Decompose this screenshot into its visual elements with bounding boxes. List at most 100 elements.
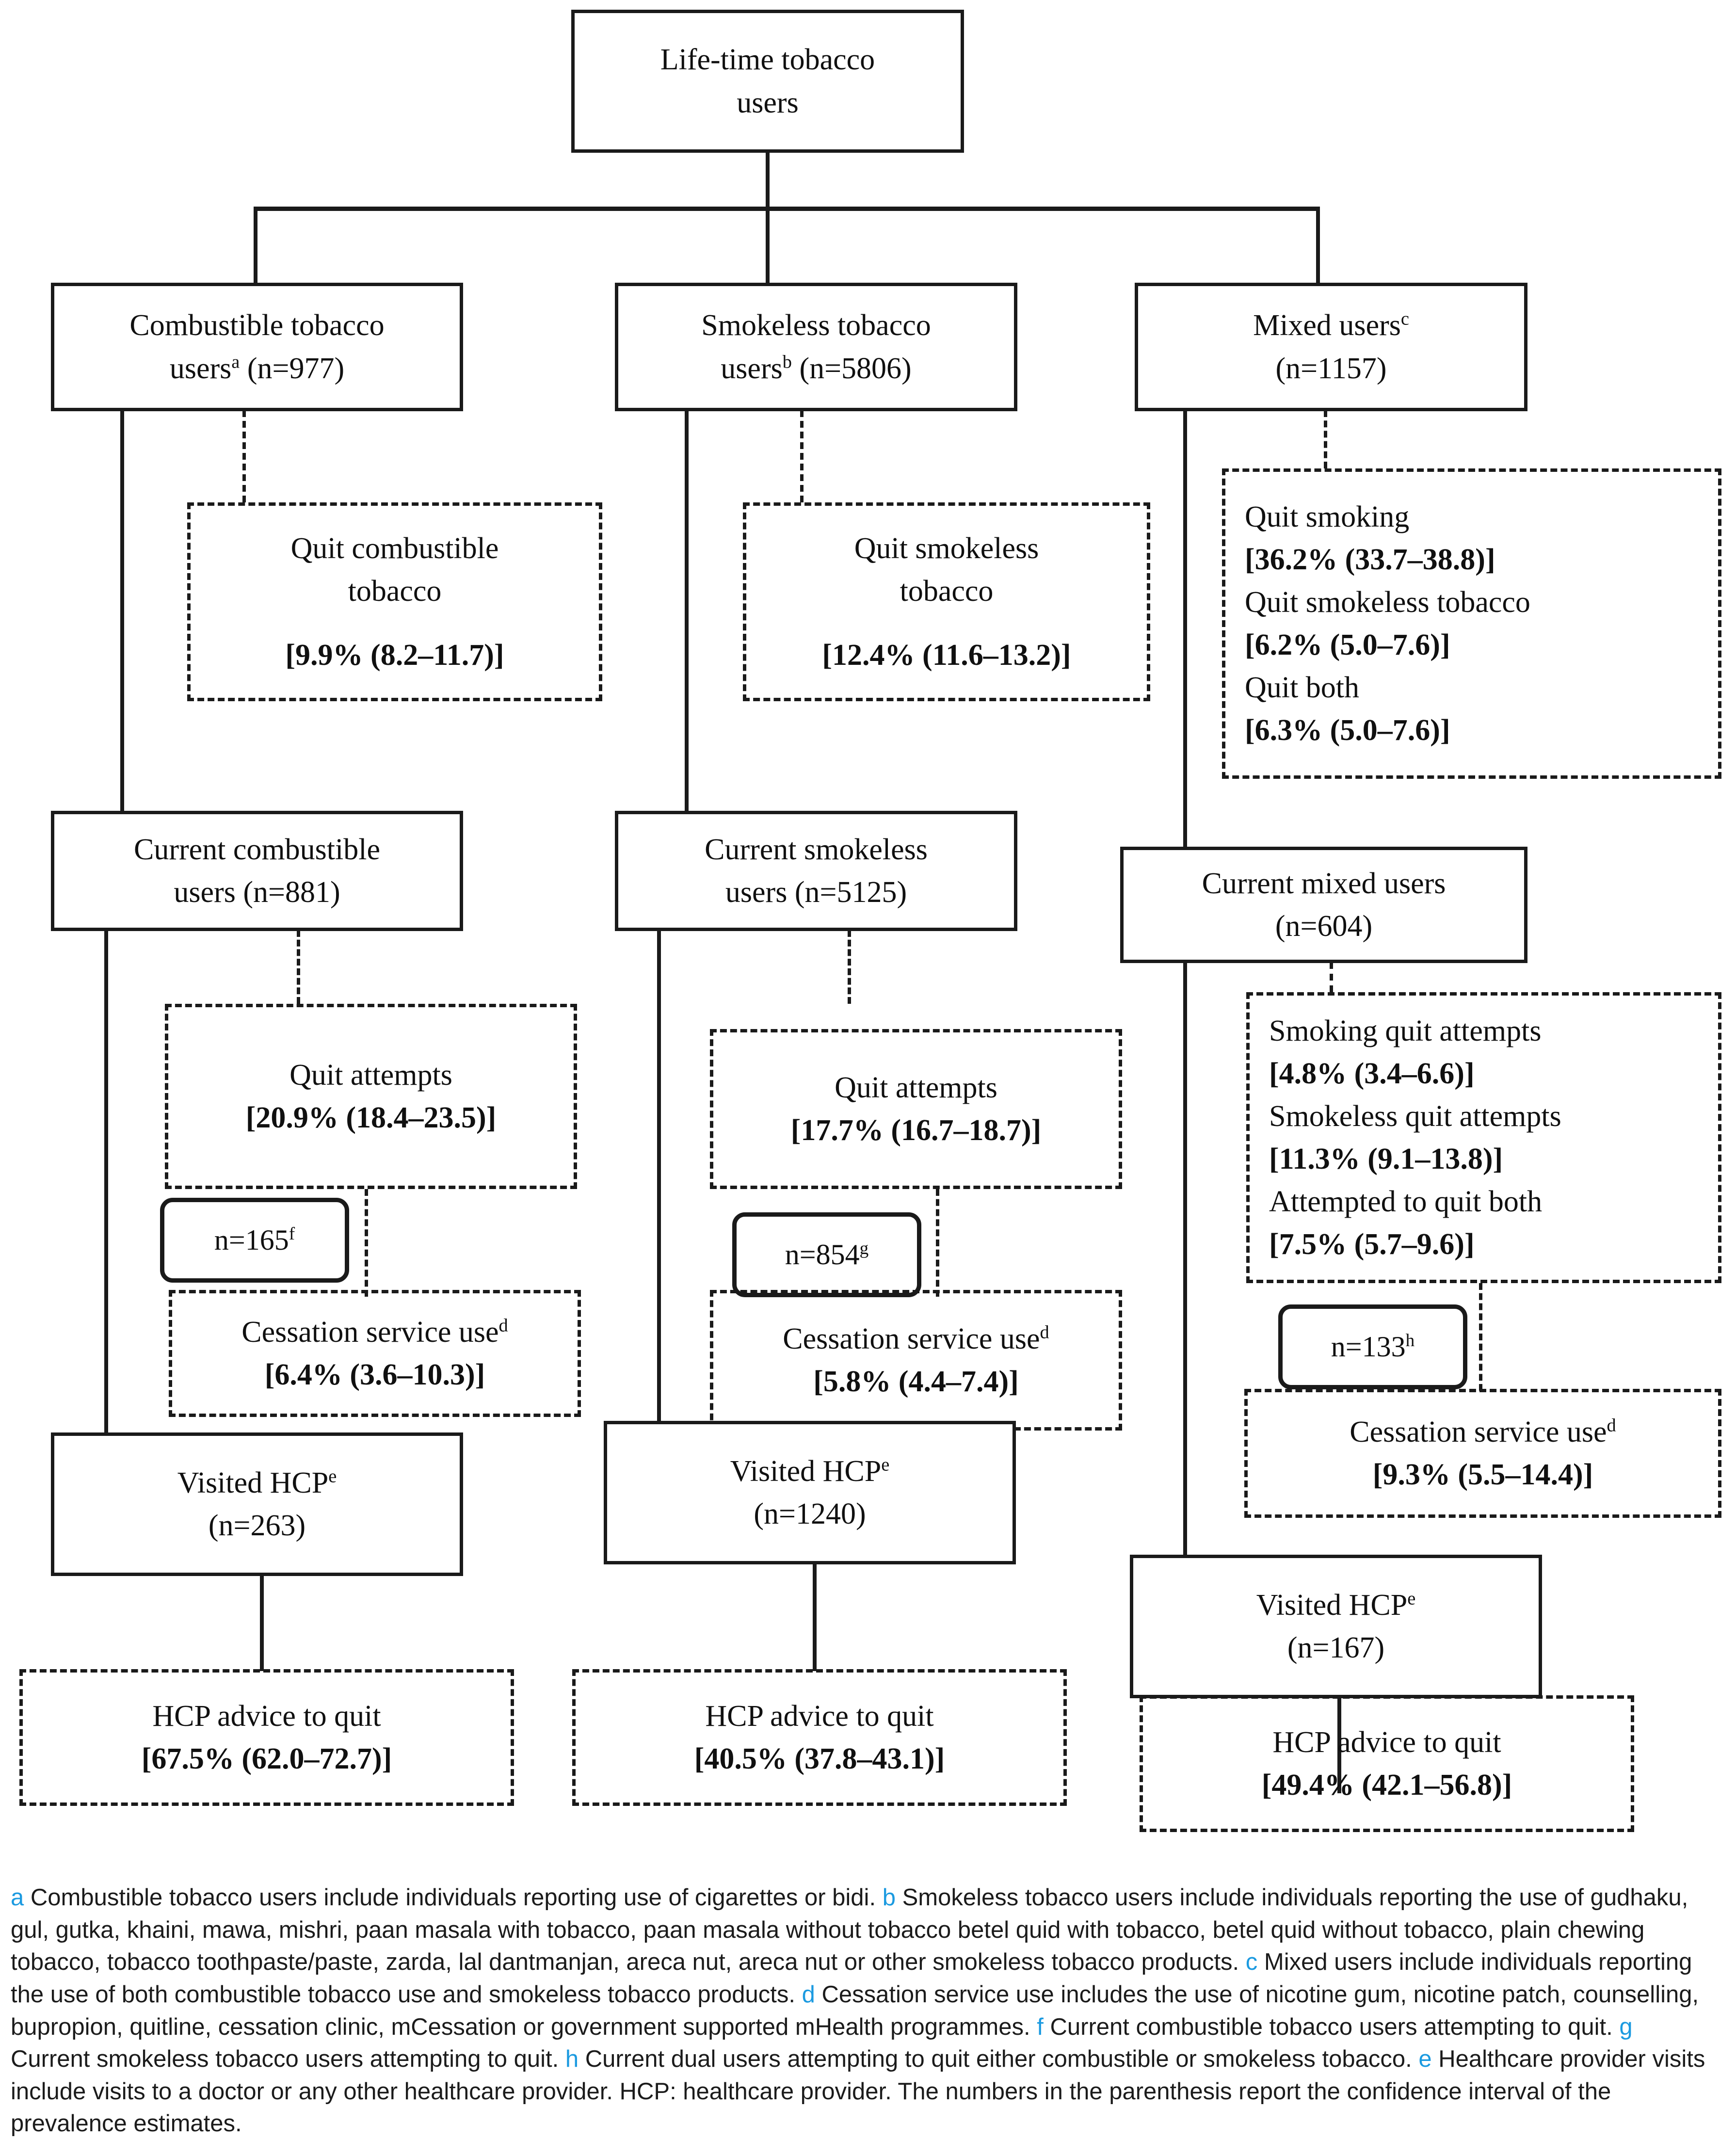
footnote-marker-f: f bbox=[1037, 2013, 1044, 2040]
node-n-smokeless-attempting: n=854g bbox=[732, 1212, 921, 1297]
node-line-1-text: Cessation service use bbox=[241, 1315, 499, 1349]
node-line-1-text: Visited HCP bbox=[730, 1454, 882, 1488]
mixed-attempt-label-2: Attempted to quit both bbox=[1269, 1185, 1543, 1219]
node-n-combustible-attempting: n=165f bbox=[160, 1198, 349, 1283]
footnote-item: a Combustible tobacco users include indi… bbox=[11, 1884, 876, 1911]
node-value: [40.5% (37.8–43.1)] bbox=[694, 1742, 945, 1775]
node-lifetime-tobacco-users: Life-time tobacco users bbox=[571, 10, 964, 153]
node-quit-attempts-combustible: Quit attempts [20.9% (18.4–23.5)] bbox=[165, 1004, 577, 1189]
mixed-quit-label-1: Quit smokeless tobacco bbox=[1245, 585, 1530, 619]
node-cessation-service-use-combustible: Cessation service used [6.4% (3.6–10.3)] bbox=[169, 1290, 581, 1417]
node-value: [5.8% (4.4–7.4)] bbox=[813, 1365, 1019, 1398]
connector-root-stem bbox=[766, 153, 770, 209]
node-line-1-text: Cessation service use bbox=[1350, 1415, 1607, 1448]
connector-attempts-mixed bbox=[1330, 962, 1333, 992]
connector-quit-mixed bbox=[1324, 410, 1327, 468]
mixed-quit-value-2: [6.3% (5.0–7.6)] bbox=[1245, 714, 1450, 747]
n-text: n=133 bbox=[1331, 1330, 1406, 1363]
connector-quit-smokeless bbox=[800, 410, 804, 502]
footnote-item: d Cessation service use includes the use… bbox=[11, 1981, 1699, 2040]
footnote-text-g: Current smokeless tobacco users attempti… bbox=[11, 2046, 559, 2073]
connector-hcp-advice-smokeless bbox=[813, 1563, 817, 1671]
footnote-ref-d: d bbox=[498, 1315, 508, 1336]
footnote-item: c Mixed users include individuals report… bbox=[11, 1949, 1692, 2008]
node-line-2-count: (n=5806) bbox=[791, 352, 912, 385]
node-line-2: users bbox=[737, 86, 799, 119]
node-line-1: Quit attempts bbox=[835, 1071, 997, 1104]
n-value: n=133h bbox=[1331, 1326, 1415, 1368]
connector-attempts-smokeless bbox=[848, 930, 851, 1004]
node-cessation-service-use-mixed: Cessation service used [9.3% (5.5–14.4)] bbox=[1244, 1389, 1721, 1518]
node-current-mixed-users: Current mixed users (n=604) bbox=[1120, 847, 1527, 963]
node-hcp-advice-smokeless: HCP advice to quit [40.5% (37.8–43.1)] bbox=[572, 1669, 1067, 1806]
node-value: [12.4% (11.6–13.2)] bbox=[822, 639, 1071, 672]
footnotes-block: a Combustible tobacco users include indi… bbox=[11, 1882, 1718, 2140]
node-value: [9.9% (8.2–11.7)] bbox=[285, 639, 504, 672]
node-line-1: Visited HCPe bbox=[730, 1450, 890, 1493]
footnote-text-c: Mixed users include individuals reportin… bbox=[11, 1949, 1692, 2008]
connector-to-combustible bbox=[254, 207, 257, 284]
node-line-1: Quit attempts bbox=[289, 1058, 452, 1092]
connector-attempts-to-cessation-combustible bbox=[365, 1189, 368, 1297]
node-value: [17.7% (16.7–18.7)] bbox=[790, 1114, 1042, 1147]
footnote-marker-d: d bbox=[802, 1981, 815, 2008]
node-line-1: Cessation service used bbox=[783, 1318, 1049, 1360]
footnote-ref-d: d bbox=[1040, 1322, 1049, 1343]
n-text: n=854 bbox=[785, 1238, 860, 1271]
node-combustible-tobacco-users: Combustible tobacco usersa (n=977) bbox=[51, 283, 463, 411]
connector-hcp-advice-mixed bbox=[1337, 1697, 1341, 1793]
node-mixed-quit-outcomes: Quit smoking [36.2% (33.7–38.8)] Quit sm… bbox=[1222, 468, 1721, 779]
node-line-2: tobacco bbox=[900, 574, 994, 608]
spine-smokeless-lower bbox=[657, 930, 661, 1421]
footnote-marker-a: a bbox=[11, 1884, 24, 1911]
n-text: n=165 bbox=[214, 1223, 289, 1256]
node-quit-smokeless-tobacco: Quit smokeless tobacco [12.4% (11.6–13.2… bbox=[743, 502, 1150, 701]
spine-smokeless bbox=[685, 410, 689, 811]
footnote-ref-d: d bbox=[1607, 1415, 1616, 1436]
n-value: n=854g bbox=[785, 1234, 868, 1275]
node-value: [49.4% (42.1–56.8)] bbox=[1261, 1769, 1512, 1802]
footnote-ref-g: g bbox=[859, 1238, 869, 1258]
footnote-marker-h: h bbox=[565, 2046, 579, 2073]
node-line-2: (n=1157) bbox=[1275, 352, 1387, 385]
node-line-1: Current mixed users bbox=[1202, 867, 1446, 900]
node-value: [9.3% (5.5–14.4)] bbox=[1372, 1458, 1593, 1491]
footnote-ref-e: e bbox=[881, 1454, 890, 1475]
node-line-1: Smokeless tobacco bbox=[701, 309, 931, 342]
node-value: [6.4% (3.6–10.3)] bbox=[264, 1358, 485, 1391]
footnote-ref-b: b bbox=[782, 351, 792, 372]
node-line-1: Cessation service used bbox=[241, 1311, 508, 1353]
connector-root-bus bbox=[254, 207, 1320, 211]
mixed-attempt-value-2: [7.5% (5.7–9.6)] bbox=[1269, 1228, 1475, 1261]
node-line-2: (n=1240) bbox=[754, 1497, 866, 1530]
mixed-quit-label-0: Quit smoking bbox=[1245, 500, 1410, 533]
connector-attempts-to-cessation-mixed bbox=[1479, 1283, 1482, 1391]
n-value: n=165f bbox=[214, 1220, 295, 1261]
node-hcp-advice-mixed: HCP advice to quit [49.4% (42.1–56.8)] bbox=[1140, 1695, 1634, 1832]
node-line-2-text: users bbox=[721, 352, 783, 385]
node-line-1: Combustible tobacco bbox=[129, 309, 385, 342]
node-line-2: users (n=5125) bbox=[725, 876, 907, 909]
node-line-1: Mixed usersc bbox=[1253, 304, 1409, 347]
spine-mixed-lower bbox=[1183, 962, 1187, 1555]
footnote-item: b Smokeless tobacco users include indivi… bbox=[11, 1884, 1688, 1975]
node-line-2: (n=167) bbox=[1287, 1631, 1385, 1664]
footnote-ref-a: a bbox=[231, 351, 240, 372]
mixed-quit-label-2: Quit both bbox=[1245, 671, 1359, 705]
footnote-text-b: Smokeless tobacco users include individu… bbox=[11, 1884, 1688, 1976]
node-smokeless-tobacco-users: Smokeless tobacco usersb (n=5806) bbox=[615, 283, 1017, 411]
footnote-ref-h: h bbox=[1405, 1330, 1415, 1351]
footnote-marker-c: c bbox=[1245, 1949, 1258, 1976]
node-visited-hcp-smokeless: Visited HCPe (n=1240) bbox=[604, 1421, 1016, 1564]
node-current-smokeless-users: Current smokeless users (n=5125) bbox=[615, 811, 1017, 931]
node-line-1: Life-time tobacco bbox=[660, 43, 875, 77]
footnote-item: f Current combustible tobacco users atte… bbox=[1037, 2014, 1613, 2040]
node-mixed-users: Mixed usersc (n=1157) bbox=[1135, 283, 1527, 411]
footnote-text-a: Combustible tobacco users include indivi… bbox=[30, 1884, 876, 1911]
mixed-attempt-value-1: [11.3% (9.1–13.8)] bbox=[1269, 1142, 1503, 1175]
footnote-marker-b: b bbox=[882, 1884, 896, 1911]
node-line-1: HCP advice to quit bbox=[1272, 1725, 1501, 1759]
node-line-1: Quit smokeless bbox=[854, 531, 1039, 565]
footnote-marker-e: e bbox=[1418, 2046, 1432, 2073]
footnote-ref-e: e bbox=[1407, 1588, 1416, 1609]
